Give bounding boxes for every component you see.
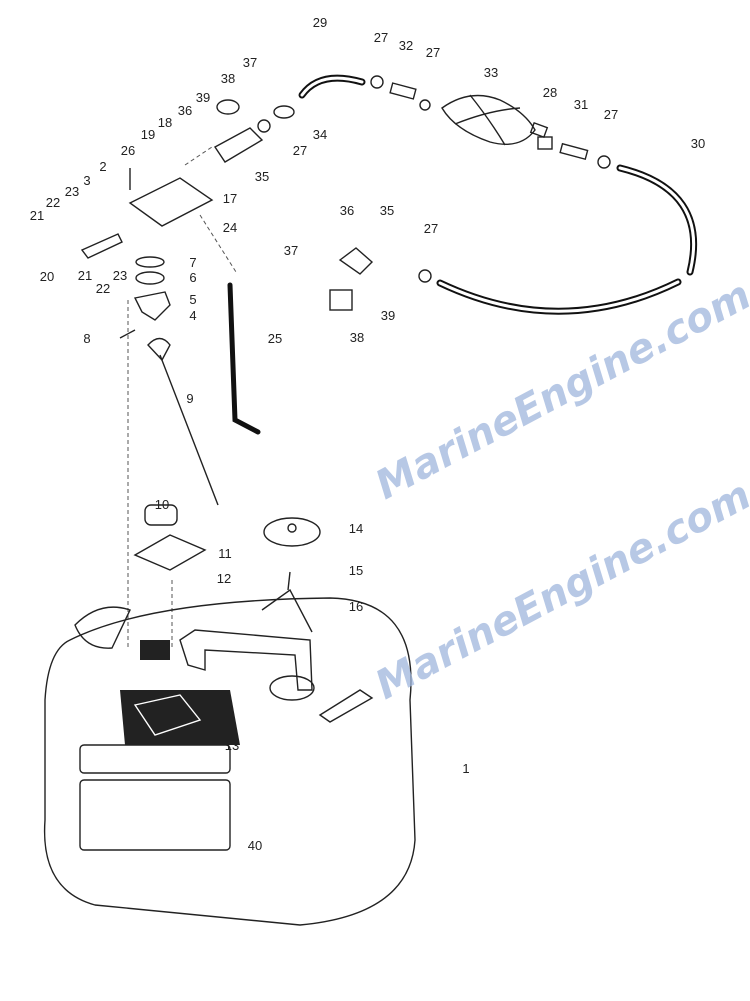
callout-label: 9	[186, 391, 193, 406]
callout-label: 38	[350, 330, 364, 345]
callout-label: 14	[349, 521, 363, 536]
callout-label: 34	[313, 127, 327, 142]
callout-label: 23	[65, 184, 79, 199]
callout-label: 27	[293, 143, 307, 158]
callout-label: 8	[83, 331, 90, 346]
watermark-logo: MarineEngine.com	[368, 472, 750, 709]
callout-label: 4	[189, 308, 196, 323]
callout-label: 37	[284, 243, 298, 258]
callout-label: 12	[217, 571, 231, 586]
callout-label: 24	[223, 220, 237, 235]
callout-label: 11	[218, 546, 232, 561]
callout-label: 13	[225, 738, 239, 753]
callout-label: 33	[484, 65, 498, 80]
callout-label: 22	[96, 281, 110, 296]
callout-label: 7	[189, 255, 196, 270]
callout-label: 35	[255, 169, 269, 184]
callout-label: 38	[221, 71, 235, 86]
callout-label: 26	[121, 143, 135, 158]
callout-label: 1	[462, 761, 469, 776]
callout-label: 18	[158, 115, 172, 130]
callout-label: 36	[340, 203, 354, 218]
callout-label: 17	[223, 191, 237, 206]
callout-label: 39	[381, 308, 395, 323]
callout-label: 5	[189, 292, 196, 307]
callout-label: 40	[248, 838, 262, 853]
callout-label: 37	[243, 55, 257, 70]
callout-label: 39	[196, 90, 210, 105]
callout-label: 31	[574, 97, 588, 112]
callout-label: 6	[189, 270, 196, 285]
callout-label: 28	[543, 85, 557, 100]
callout-label: 2	[99, 159, 106, 174]
callout-label: 30	[691, 136, 705, 151]
callout-label: 19	[141, 127, 155, 142]
callout-label: 27	[374, 30, 388, 45]
callout-label: 36	[178, 103, 192, 118]
fittings	[80, 75, 611, 633]
watermark-logo: MarineEngine.com	[368, 272, 750, 509]
callout-label: 25	[268, 331, 282, 346]
callout-label: 15	[349, 563, 363, 578]
fuel-hose-29	[298, 74, 366, 99]
callout-label: 29	[313, 15, 327, 30]
callout-label: 27	[604, 107, 618, 122]
fuel-hose-30	[436, 164, 698, 315]
callout-label: 27	[424, 221, 438, 236]
callout-label: 21	[30, 208, 44, 223]
callout-label: 32	[399, 38, 413, 53]
callout-label: 3	[83, 173, 90, 188]
fuel-tank-1	[43, 597, 416, 926]
callout-label: 35	[380, 203, 394, 218]
callout-label: 21	[78, 268, 92, 283]
callout-label: 20	[40, 269, 54, 284]
primer-bulb-33	[441, 94, 549, 146]
callout-label: 16	[349, 599, 363, 614]
callout-label: 10	[155, 497, 169, 512]
guide-lines	[127, 146, 237, 650]
callout-label: 23	[113, 268, 127, 283]
callout-label: 22	[46, 195, 60, 210]
callout-label: 27	[426, 45, 440, 60]
